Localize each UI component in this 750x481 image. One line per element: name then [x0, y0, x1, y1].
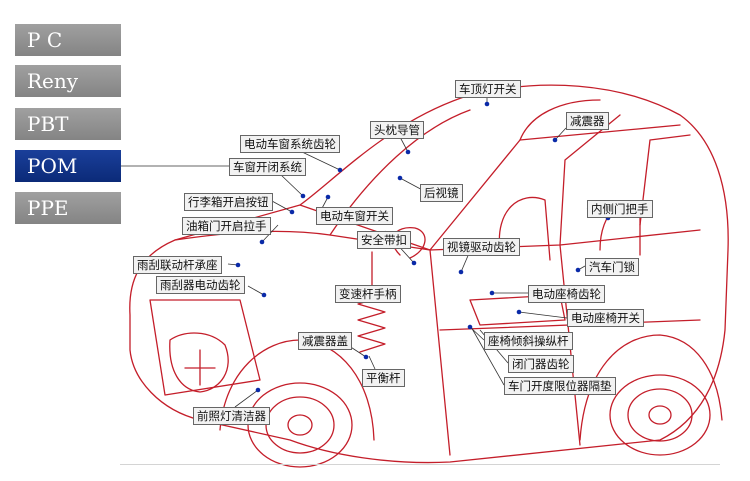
callout-seat-belt-buckle: 安全带扣: [357, 231, 411, 249]
callout-window-switch: 电动车窗开关: [316, 207, 393, 225]
callout-mirror-drive-gear: 视镜驱动齿轮: [443, 238, 520, 256]
tab-reny[interactable]: Reny: [15, 65, 121, 97]
callout-wiper-bearing: 雨刮联动杆承座: [133, 256, 222, 274]
callout-wiper-motor-gear: 雨刮器电动齿轮: [156, 276, 245, 294]
callout-shock-cover: 减震器盖: [298, 332, 352, 350]
callout-seat-gear: 电动座椅齿轮: [528, 285, 605, 303]
callout-gear-lever: 变速杆手柄: [335, 285, 401, 303]
callout-shock-absorber: 减震器: [566, 112, 609, 130]
callout-inner-door-handle: 内侧门把手: [587, 200, 653, 218]
callout-door-check-pad: 车门开度限位器隔垫: [504, 377, 616, 395]
callout-window-gear: 电动车窗系统齿轮: [240, 135, 340, 153]
tab-pbt[interactable]: PBT: [15, 108, 121, 140]
callout-recliner-lever: 座椅倾斜操纵杆: [484, 332, 573, 350]
callout-headlamp-cleaner: 前照灯清洁器: [193, 407, 270, 425]
callout-door-lock: 汽车门锁: [585, 258, 639, 276]
callout-sunroof-system: 车窗开闭系统: [229, 158, 306, 176]
callout-roof-light-switch: 车顶灯开关: [455, 80, 521, 98]
callout-rear-view-mirror: 后视镜: [420, 184, 463, 202]
callout-door-closer-gear: 闭门器齿轮: [508, 355, 574, 373]
callout-trunk-button: 行李箱开启按钮: [184, 193, 273, 211]
ground-line: [120, 464, 720, 465]
tab-pc[interactable]: P C: [15, 24, 121, 56]
callout-fuel-door-handle: 油箱门开启拉手: [182, 217, 271, 235]
callout-headrest-guide: 头枕导管: [370, 121, 424, 139]
tab-pom[interactable]: POM: [15, 150, 121, 182]
callout-stabilizer-bar: 平衡杆: [362, 369, 405, 387]
tab-ppe[interactable]: PPE: [15, 192, 121, 224]
callout-seat-switch: 电动座椅开关: [567, 309, 644, 327]
